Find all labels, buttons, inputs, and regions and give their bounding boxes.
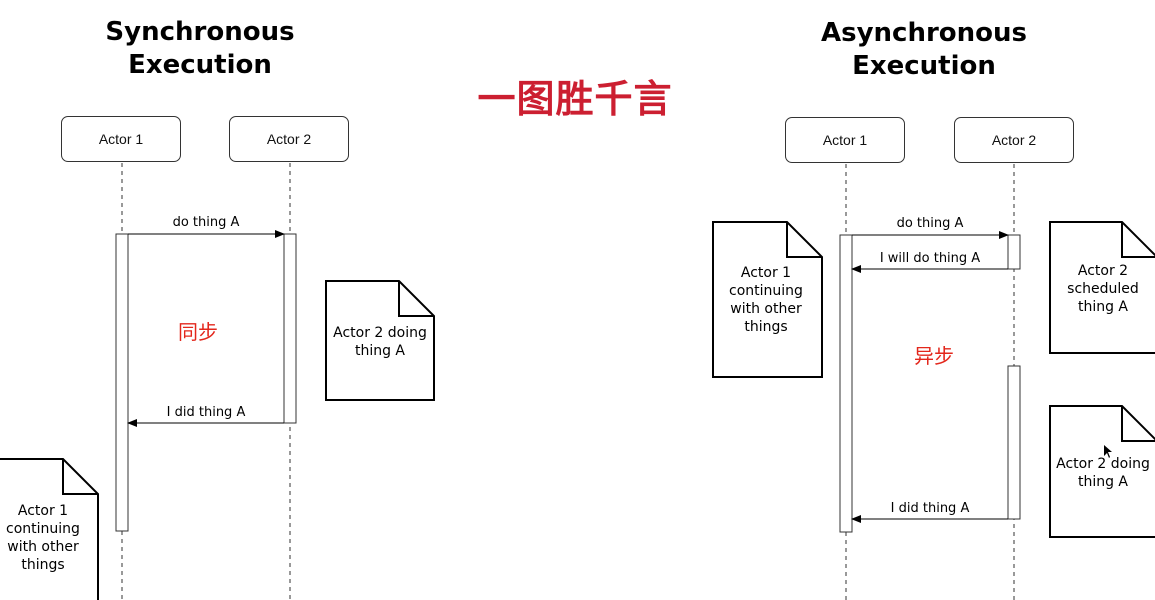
sync-note-actor1: Actor 1 continuing with other things	[6, 503, 80, 573]
async-actor2-label: Actor 2	[991, 132, 1037, 148]
async-msg-will-label: I will do thing A	[879, 251, 981, 266]
async-msg-did-label: I did thing A	[890, 501, 970, 516]
sync-note-actor2-shape	[325, 280, 435, 401]
async-diagram	[712, 164, 1155, 600]
sync-msg-do-label: do thing A	[172, 215, 240, 230]
sync-note-actor2: Actor 2 doing thing A	[333, 325, 427, 359]
sync-cn-label: 同步	[178, 320, 218, 344]
async-actor1-label: Actor 1	[822, 132, 868, 148]
async-note-doing-shape	[1049, 405, 1155, 538]
sync-title: Synchronous Execution	[105, 17, 295, 80]
sync-actor1-label: Actor 1	[98, 131, 144, 147]
async-note-scheduled: Actor 2 scheduled thing A	[1067, 263, 1139, 315]
sync-activation-actor1	[115, 233, 129, 532]
async-actor1-box: Actor 1	[785, 117, 905, 163]
headline: 一图胜千言	[477, 77, 673, 121]
async-msg-do-label: do thing A	[896, 216, 964, 231]
async-note-actor1-shape	[712, 221, 823, 378]
async-activation-actor1	[839, 234, 853, 533]
sync-actor2-label: Actor 2	[266, 131, 312, 147]
sync-msg-did-label: I did thing A	[166, 405, 246, 420]
cursor-icon	[1104, 445, 1112, 458]
async-cn-label: 异步	[914, 344, 954, 368]
sync-actor1-box: Actor 1	[61, 116, 181, 162]
async-note-scheduled-shape	[1049, 221, 1155, 354]
async-note-doing: Actor 2 doing thing A	[1056, 456, 1150, 490]
sync-diagram	[0, 163, 435, 600]
async-actor2-box: Actor 2	[954, 117, 1074, 163]
async-activation-actor2-short	[1007, 234, 1021, 270]
sync-actor2-box: Actor 2	[229, 116, 349, 162]
async-activation-actor2-long	[1007, 365, 1021, 520]
sync-activation-actor2	[283, 233, 297, 424]
sync-note-actor1-shape	[0, 458, 99, 600]
async-note-actor1: Actor 1 continuing with other things	[729, 265, 803, 335]
async-title: Asynchronous Execution	[820, 18, 1028, 81]
